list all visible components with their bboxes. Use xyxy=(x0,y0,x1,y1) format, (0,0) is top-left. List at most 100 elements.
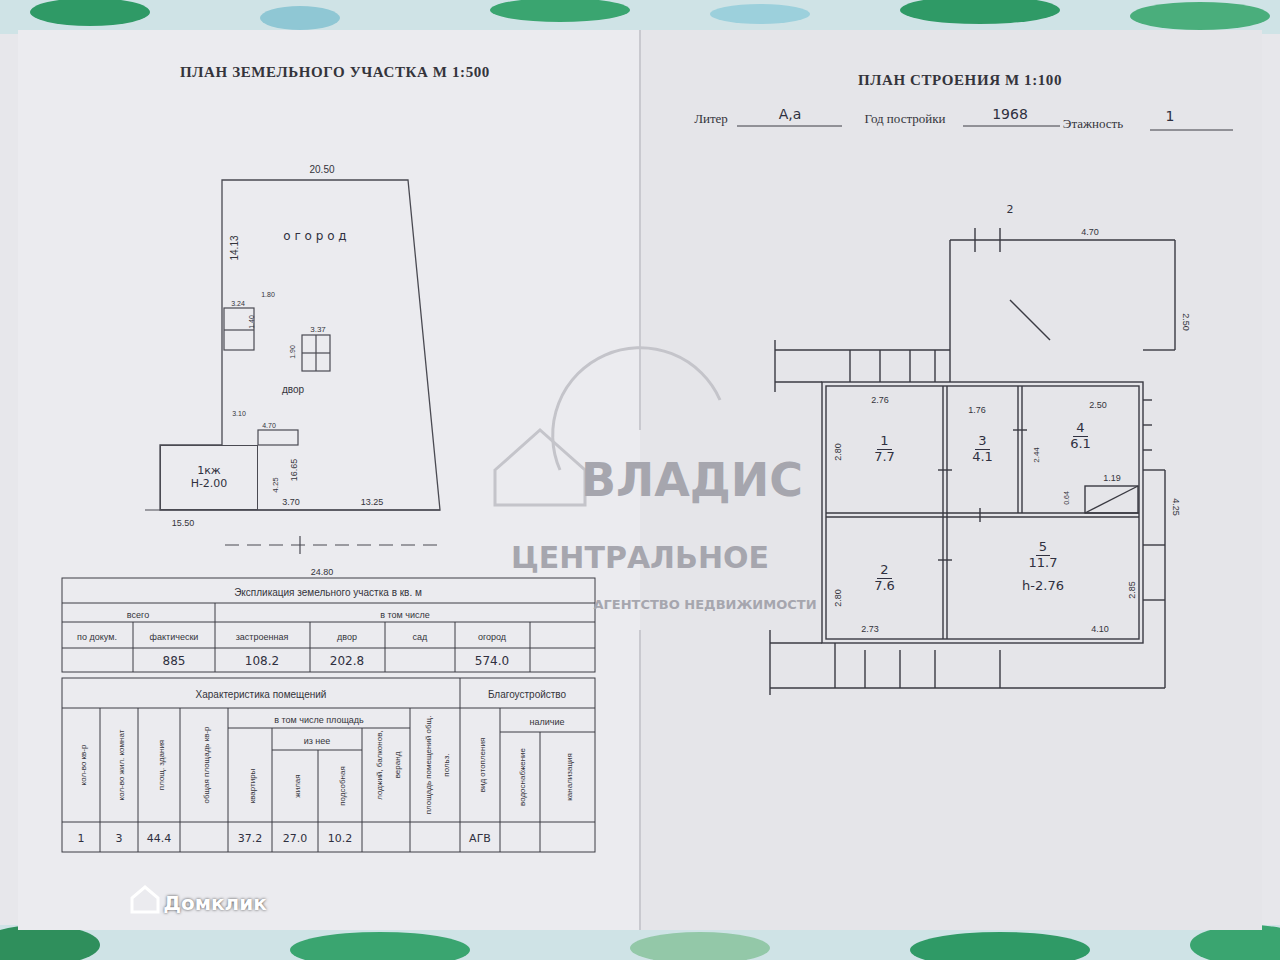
label-holder: 24.80 xyxy=(311,561,334,579)
table-grid xyxy=(100,708,101,852)
domclick-icon xyxy=(132,887,158,912)
plan-label: 4.25 xyxy=(271,477,280,493)
room-label: 11.7 xyxy=(1026,556,1061,571)
label-holder: 202.8 xyxy=(330,651,364,669)
label-holder: 108.2 xyxy=(245,651,279,669)
plan-label: 1.19 xyxy=(1103,473,1121,483)
handwritten-value: 1 xyxy=(1166,108,1175,124)
label-holder: 3.37 xyxy=(310,318,326,336)
plan-label: 14.13 xyxy=(229,235,240,260)
label-holder: Литер xyxy=(694,109,728,127)
label-holder: 3.10 xyxy=(232,402,246,420)
tablecloth xyxy=(290,932,470,960)
room-label: 4 xyxy=(1073,421,1087,437)
label-holder: 3.24 xyxy=(231,292,245,310)
floor-plan-walls xyxy=(826,386,1139,639)
floor-plan-walls xyxy=(950,239,1175,240)
node-text: 27.6 xyxy=(826,517,943,639)
table-grid xyxy=(500,708,501,852)
form-underlines xyxy=(737,126,842,127)
label-holder: кол-во кв-р xyxy=(72,745,90,786)
plot-buildings xyxy=(225,544,440,545)
site-watermark: Домклик xyxy=(163,891,267,915)
handwritten-value: 1968 xyxy=(992,106,1028,122)
plan-label: общая площадь кв-р xyxy=(202,726,211,803)
label-holder: наличие xyxy=(530,711,565,729)
label-holder: 4.70 xyxy=(262,414,276,432)
handwritten-value: А,а xyxy=(779,106,802,122)
handwritten-value: 37.2 xyxy=(238,832,263,845)
floor-plan-walls xyxy=(1143,399,1152,400)
tablecloth xyxy=(260,6,340,30)
label-holder: подсобная xyxy=(331,766,349,806)
floor-plan-walls xyxy=(1174,240,1175,350)
label-holder: 1.80 xyxy=(261,283,275,301)
plan-label: 2.76 xyxy=(871,395,889,405)
label-holder: лоджий, балконов, веранд xyxy=(368,718,405,813)
watermark: АГЕНТСТВО НЕДВИЖИМОСТИ xyxy=(593,597,816,612)
plan-label: Экспликация земельного участка в кв. м xyxy=(234,587,422,598)
watermark: ЦЕНТРАЛЬНОЕ xyxy=(511,540,769,575)
floor-plan-walls xyxy=(826,516,1139,517)
table-grid xyxy=(62,822,595,823)
table-grid xyxy=(410,708,411,852)
floor-plan-walls xyxy=(1017,386,1018,513)
plot-label: Н-2.00 xyxy=(188,478,231,491)
table-grid xyxy=(228,708,229,852)
label-holder: ВЛАДИС xyxy=(581,454,803,507)
plot-label: 1кж xyxy=(194,465,224,478)
floor-plan-walls xyxy=(775,381,822,382)
room: 27.6 xyxy=(826,517,943,639)
plan-label: квартиры xyxy=(248,769,257,804)
plan-label: площадь помещений общ. польз. xyxy=(424,716,451,815)
plan-label: водоснабжение xyxy=(518,748,527,806)
plan-label: кол-во жил. комнат xyxy=(117,730,126,801)
floor-plan-walls xyxy=(1085,486,1138,513)
plan-label: огород xyxy=(478,632,506,642)
label-holder: сад xyxy=(413,626,428,644)
floor-plan-walls xyxy=(770,642,822,643)
label-holder: застроенная xyxy=(236,626,289,644)
room: 511.7h-2.76 xyxy=(947,517,1139,617)
form-underlines xyxy=(737,126,1233,130)
plot-buildings xyxy=(224,329,254,330)
floor-plan-walls xyxy=(769,630,770,695)
domclick-icon xyxy=(132,887,158,912)
floor-plan-walls xyxy=(949,240,950,382)
plan-label: 16.65 xyxy=(289,459,299,482)
floor-plan-walls xyxy=(770,687,1165,688)
room-label: 1 xyxy=(877,434,891,450)
floor-plan-walls xyxy=(774,340,775,392)
watermark: ВЛАДИС xyxy=(581,453,803,507)
plan-label: 2.80 xyxy=(833,589,843,607)
label-holder: 1.40 xyxy=(240,315,258,329)
floor-plan-walls xyxy=(1021,386,1022,513)
label-holder: 2.85 xyxy=(1121,581,1139,599)
label-holder: 4.25 xyxy=(1169,498,1187,516)
room: 46.1 xyxy=(1022,386,1139,486)
table-grid xyxy=(460,678,461,852)
label-holder: Экспликация земельного участка в кв. м xyxy=(234,582,422,600)
tablecloth xyxy=(910,932,1090,960)
label-holder: Благоустройство xyxy=(488,684,566,702)
plan-label: Благоустройство xyxy=(488,689,566,700)
floor-plan-walls xyxy=(770,228,1175,695)
plan-label: двор xyxy=(337,632,357,642)
label-holder: 14.13 xyxy=(224,235,242,260)
label-holder: 16.65 xyxy=(283,459,301,482)
label-holder: площ. здания xyxy=(150,740,168,790)
plan-label: 3.24 xyxy=(231,300,245,307)
table-grid xyxy=(62,648,595,649)
plot-label: о г о р о д xyxy=(280,230,349,244)
plan-label: 15.50 xyxy=(172,518,195,528)
label-holder: 4.70 xyxy=(1081,221,1099,239)
table-grid xyxy=(215,603,216,672)
tablecloth xyxy=(1190,925,1280,960)
plan-label: в том числе площадь xyxy=(274,715,364,725)
table-grid xyxy=(62,578,595,672)
plan-label: 1.80 xyxy=(261,291,275,298)
floor-plan-walls xyxy=(1143,544,1165,545)
table-grid xyxy=(228,728,410,729)
